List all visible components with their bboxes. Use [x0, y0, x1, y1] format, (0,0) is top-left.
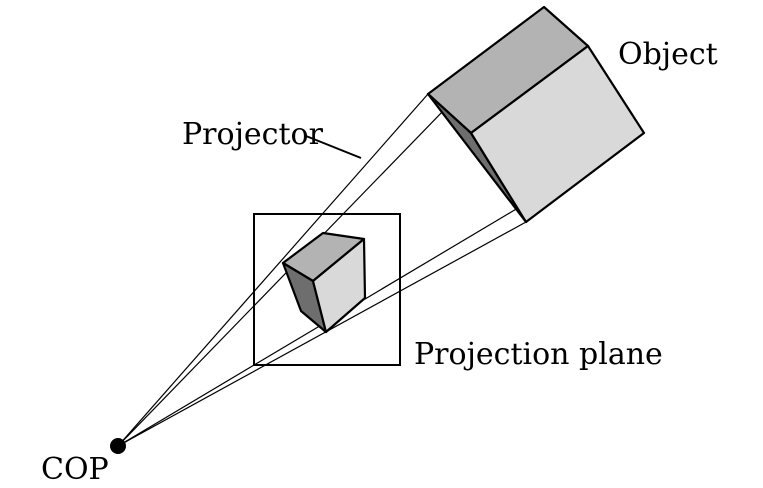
- object-cube-front-face: [469, 44, 646, 224]
- projected-cube-front-face: [311, 237, 367, 334]
- projected-cube: [281, 231, 367, 334]
- object-cube: [426, 5, 646, 224]
- projection-plane-label: Projection plane: [414, 337, 663, 372]
- cop-point: [110, 438, 126, 454]
- ray-to-bottom-vertex: [117, 221, 527, 447]
- object-label: Object: [618, 37, 718, 72]
- cop-label: COP: [41, 452, 109, 487]
- ray-to-top-left-vertex: [117, 93, 429, 447]
- projection-plane: [253, 213, 401, 366]
- projector-label: Projector: [182, 117, 324, 152]
- projector-leader-line: [305, 135, 362, 159]
